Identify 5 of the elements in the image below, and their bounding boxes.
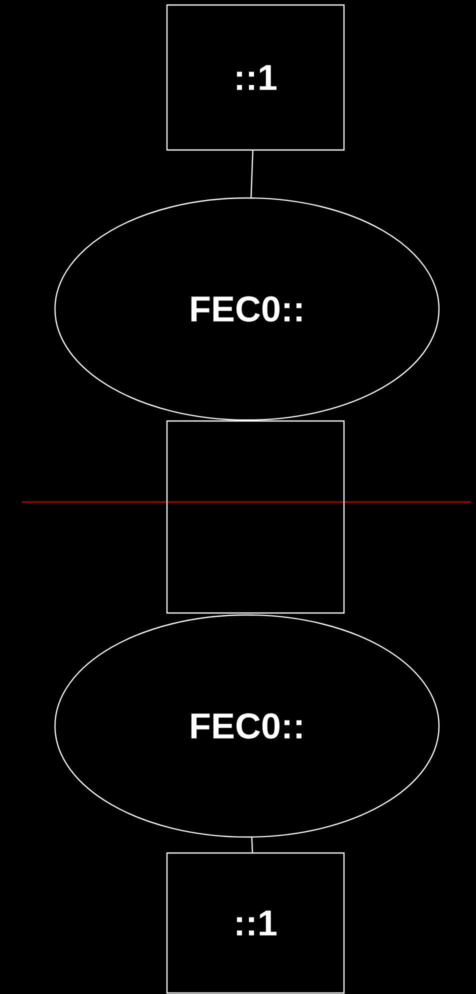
- address-box: ::1: [166, 4, 345, 151]
- address-box: ::1: [166, 852, 345, 994]
- connector-line: [251, 838, 254, 852]
- empty-box: [166, 420, 345, 614]
- connector-line: [250, 150, 254, 198]
